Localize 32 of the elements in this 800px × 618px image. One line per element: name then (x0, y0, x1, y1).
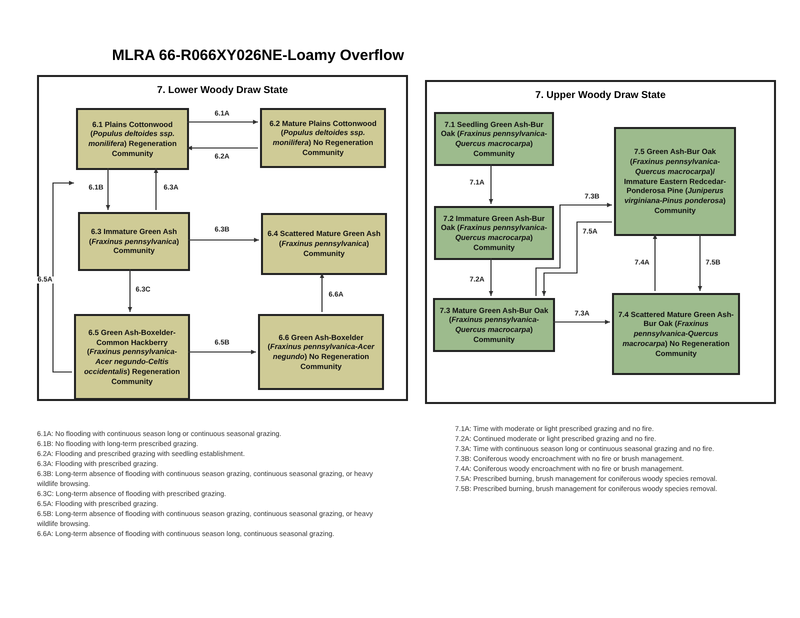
arrow (128, 269, 132, 312)
arrow (188, 350, 256, 354)
arrow (553, 320, 610, 324)
arrow (106, 168, 110, 210)
arrow (488, 258, 494, 296)
community-box (76, 108, 189, 170)
community-box (434, 206, 554, 260)
arrow (320, 273, 324, 312)
arrow (698, 234, 702, 291)
arrow (652, 234, 658, 291)
diagram-title: MLRA 66-R066XY026NE-Loamy Overflow (112, 46, 404, 66)
state-panel (425, 80, 776, 404)
arrow (488, 164, 494, 204)
community-box (433, 298, 555, 352)
arrow (187, 146, 258, 150)
state-heading: 7. Upper Woody Draw State (534, 89, 667, 103)
community-box (434, 112, 554, 166)
community-box (614, 127, 736, 236)
community-box (612, 293, 740, 375)
arrow (187, 120, 258, 124)
community-box (260, 108, 386, 168)
community-box (261, 213, 387, 275)
community-box (74, 314, 190, 400)
state-heading: 7. Lower Woody Draw State (156, 84, 289, 98)
arrow (535, 202, 612, 296)
community-box (258, 314, 384, 390)
community-box (78, 212, 190, 271)
arrow (542, 221, 612, 296)
state-panel (37, 75, 408, 401)
arrow (188, 238, 259, 242)
arrow (52, 180, 74, 373)
arrow (154, 168, 158, 210)
